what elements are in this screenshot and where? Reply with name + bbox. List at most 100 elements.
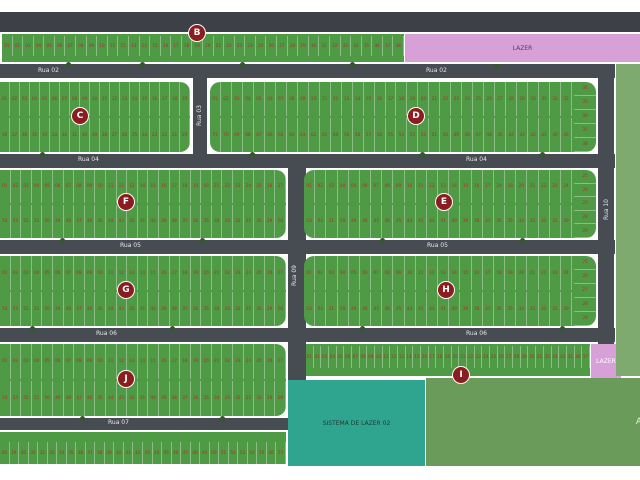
lot[interactable]: 16 [161, 36, 172, 56]
lot[interactable]: 27 [277, 36, 288, 56]
lot[interactable]: 09 [80, 82, 90, 116]
lot[interactable]: 32 [233, 381, 244, 416]
lot[interactable]: 21 [214, 36, 225, 56]
lot[interactable]: 04 [243, 82, 254, 116]
lot[interactable]: 49 [451, 118, 463, 152]
lot[interactable]: 39 [159, 205, 170, 238]
lot[interactable]: 29 [265, 205, 276, 238]
lot[interactable]: 19 [444, 346, 452, 368]
lot[interactable]: 32 [38, 442, 48, 464]
lot[interactable]: 25 [130, 118, 140, 152]
lot[interactable]: 49 [53, 381, 64, 416]
lot[interactable]: 14 [130, 82, 140, 116]
lot[interactable]: 26 [265, 170, 276, 203]
lot[interactable]: 50 [42, 292, 53, 326]
lot[interactable]: 33 [552, 346, 560, 368]
lot[interactable]: 07 [352, 346, 360, 368]
lot[interactable]: 34 [212, 205, 223, 238]
block-badge-e[interactable]: E [435, 193, 453, 211]
lot[interactable]: 48 [462, 118, 474, 152]
lot[interactable]: 31 [536, 346, 544, 368]
lot[interactable]: 70 [221, 118, 232, 152]
lot[interactable]: 24 [140, 118, 150, 152]
lot[interactable]: 03 [326, 170, 338, 203]
lot[interactable]: 19 [180, 82, 190, 116]
lot[interactable]: 33 [222, 205, 234, 238]
lot[interactable]: 05 [337, 346, 345, 368]
lot[interactable]: 12 [117, 256, 128, 290]
lot[interactable]: 04 [30, 82, 40, 116]
lot[interactable]: 10 [95, 256, 106, 290]
lot[interactable]: 46 [382, 205, 394, 238]
lot[interactable]: 33 [50, 118, 60, 152]
lot[interactable]: 42 [427, 205, 439, 238]
lot[interactable]: 20 [516, 256, 528, 290]
lot[interactable]: 44 [153, 442, 163, 464]
lot[interactable]: 29 [90, 118, 100, 152]
lot[interactable]: 44 [106, 381, 117, 416]
lot[interactable]: 44 [106, 205, 117, 238]
lot[interactable]: 37 [180, 381, 191, 416]
lot[interactable]: 01 [210, 82, 221, 116]
lot[interactable]: 23 [233, 256, 244, 290]
lot[interactable]: 08 [70, 82, 80, 116]
lot[interactable]: 23 [150, 118, 160, 152]
lot[interactable]: 08 [74, 170, 85, 203]
block-badge-j[interactable]: J [117, 370, 135, 388]
lot[interactable]: 43 [416, 292, 427, 326]
lot[interactable]: 17 [483, 256, 494, 290]
lot[interactable]: 33 [48, 442, 58, 464]
lot[interactable]: 28 [275, 205, 286, 238]
lot[interactable]: 13 [127, 170, 138, 203]
lot[interactable]: 34 [559, 346, 567, 368]
lot[interactable]: 15 [460, 256, 472, 290]
lot[interactable]: 38 [574, 138, 596, 152]
lot[interactable]: 09 [85, 256, 96, 290]
lot[interactable]: 25 [574, 170, 596, 184]
lazer-area-top[interactable]: LAZER [405, 34, 640, 62]
lot[interactable]: 22 [222, 256, 234, 290]
lot[interactable]: 36 [76, 442, 86, 464]
lot[interactable]: 20 [418, 82, 430, 116]
lot[interactable]: 42 [127, 292, 138, 326]
lot[interactable]: 24 [245, 36, 256, 56]
lot[interactable]: 34 [574, 82, 596, 96]
lot[interactable]: 37 [383, 36, 394, 56]
lot[interactable]: 10 [95, 170, 106, 203]
lot[interactable]: 22 [222, 170, 234, 203]
lot[interactable]: 55 [386, 118, 397, 152]
lot[interactable]: 69 [232, 118, 243, 152]
lot[interactable]: 33 [222, 292, 234, 326]
lot[interactable]: 03 [321, 346, 330, 368]
lot[interactable]: 22 [539, 256, 550, 290]
lot[interactable]: 41 [138, 292, 149, 326]
lot[interactable]: 13 [120, 82, 130, 116]
lot[interactable]: 38 [472, 205, 483, 238]
lot[interactable]: 03 [232, 82, 243, 116]
lot[interactable]: 12 [118, 36, 129, 56]
lot[interactable]: 35 [201, 292, 212, 326]
lot[interactable]: 20 [180, 118, 190, 152]
lot[interactable]: 50 [42, 381, 53, 416]
lot[interactable]: 28 [574, 298, 596, 312]
lot[interactable]: 30 [254, 381, 265, 416]
lot[interactable]: 35 [567, 346, 575, 368]
lot[interactable]: 19 [191, 344, 202, 379]
lot[interactable]: 45 [95, 292, 106, 326]
lot[interactable]: 40 [449, 292, 461, 326]
lot[interactable]: 30 [528, 346, 537, 368]
lot[interactable]: 01 [0, 170, 11, 203]
lot[interactable]: 18 [396, 82, 408, 116]
block-badge-h[interactable]: H [437, 281, 455, 299]
lot[interactable]: 11 [416, 256, 427, 290]
lot[interactable]: 44 [405, 292, 416, 326]
lot[interactable]: 07 [60, 82, 70, 116]
lot[interactable]: 53 [304, 205, 316, 238]
lot[interactable]: 27 [574, 197, 596, 211]
lot[interactable]: 18 [494, 256, 506, 290]
lot[interactable]: 48 [64, 205, 75, 238]
lot[interactable]: 36 [575, 346, 583, 368]
